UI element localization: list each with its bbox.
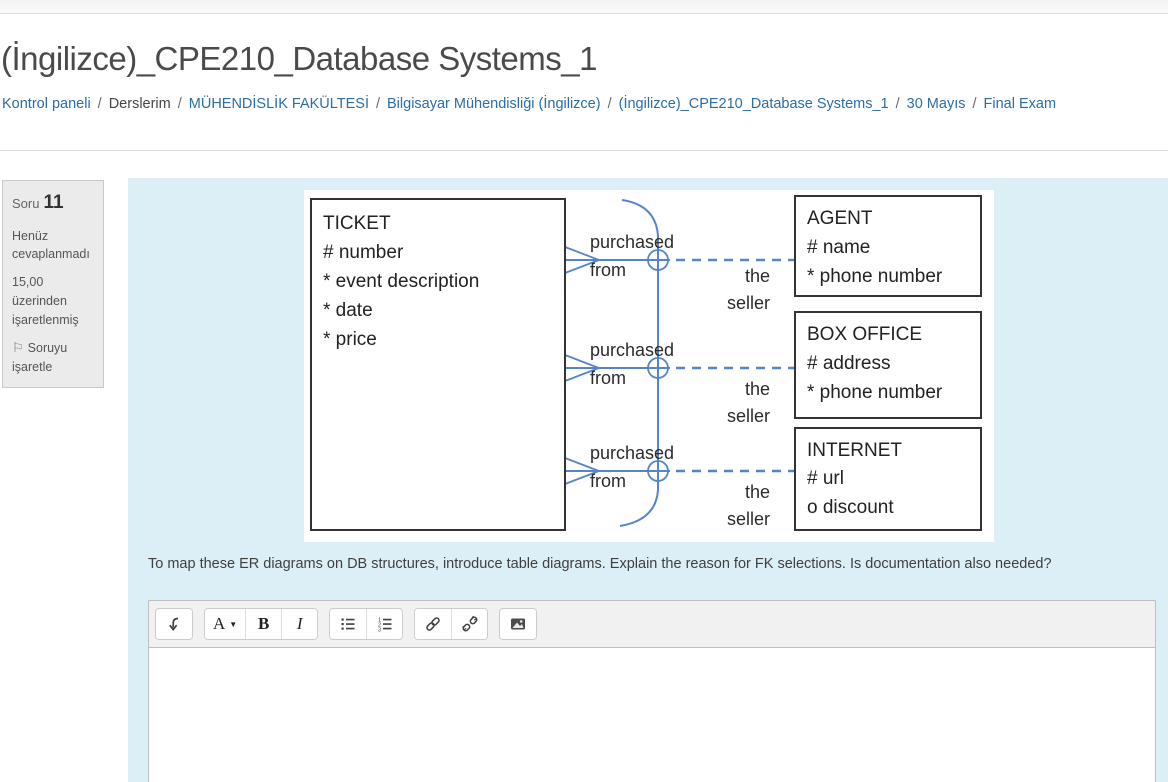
entity-attr: * date (323, 300, 373, 321)
breadcrumb-faculty[interactable]: MÜHENDİSLİK FAKÜLTESİ (188, 96, 369, 112)
breadcrumb-separator: / (972, 96, 977, 112)
editor-toolbar: A ▼ B I (148, 600, 1156, 648)
role-label: seller (727, 406, 770, 426)
svg-text:1: 1 (378, 617, 381, 623)
relation-label: purchased (590, 232, 674, 252)
toolbar-group-media (499, 608, 538, 640)
unlink-icon (461, 615, 478, 632)
breadcrumb: Kontrol paneli / Derslerim / MÜHENDİSLİK FAK… (2, 96, 1056, 112)
bold-letter: B (258, 614, 270, 633)
entity-title: TICKET (323, 213, 391, 234)
header-divider (0, 150, 1168, 151)
bullet-list-icon (341, 618, 355, 630)
image-icon (511, 618, 526, 630)
breadcrumb-my-courses: Derslerim (108, 96, 171, 112)
bold-button[interactable]: B (245, 609, 282, 639)
entity-attr: * event description (323, 271, 479, 292)
role-label: seller (727, 293, 770, 313)
breadcrumb-quiz[interactable]: Final Exam (983, 96, 1057, 112)
relation-label: from (590, 368, 626, 388)
entity-title: BOX OFFICE (807, 324, 922, 345)
numbered-list-button[interactable]: 1 2 3 (366, 609, 403, 639)
role-label: seller (727, 509, 770, 529)
relation-label: from (590, 471, 626, 491)
unlink-button[interactable] (451, 609, 488, 639)
image-button[interactable] (500, 609, 537, 639)
collapse-arrow-icon (169, 617, 179, 631)
entity-attr: * phone number (807, 266, 943, 287)
entity-box-ticket (310, 198, 566, 531)
svg-text:3: 3 (378, 627, 381, 633)
entity-title: AGENT (807, 208, 873, 229)
flag-icon: ⚐ (12, 340, 24, 356)
question-number-value: 11 (43, 192, 64, 213)
er-diagram-svg: TICKET # number * event description * da… (310, 195, 982, 531)
numbered-list-icon: 1 2 3 (378, 617, 392, 633)
entity-attr: # number (323, 242, 404, 263)
link-button[interactable] (415, 609, 452, 639)
page-title: (İngilizce)_CPE210_Database Systems_1 (1, 40, 597, 77)
toolbar-group-links (414, 608, 489, 640)
answer-editor: A ▼ B I (148, 600, 1156, 782)
flag-question-link[interactable]: ⚐Soruyu işaretle (12, 338, 94, 377)
italic-button[interactable]: I (281, 609, 318, 639)
question-number-label: Soru (12, 196, 40, 211)
flag-question-label: Soruyu işaretle (12, 341, 68, 374)
breadcrumb-separator: / (895, 96, 900, 112)
entity-title: INTERNET (807, 440, 902, 461)
breadcrumb-separator: / (607, 96, 612, 112)
svg-text:2: 2 (378, 622, 381, 628)
font-letter: A (213, 614, 226, 633)
entity-box-internet (794, 427, 982, 531)
breadcrumb-separator: / (375, 96, 381, 112)
top-navbar-edge (0, 0, 1168, 14)
breadcrumb-separator: / (97, 96, 102, 112)
italic-letter: I (296, 614, 303, 633)
breadcrumb-department[interactable]: Bilgisayar Mühendisliği (İngilizce) (387, 96, 601, 112)
breadcrumb-separator: / (177, 96, 182, 112)
relation-label: purchased (590, 443, 674, 463)
entity-attr: * phone number (807, 382, 943, 403)
arc-junction-icon (647, 357, 669, 379)
entity-box-agent (794, 195, 982, 297)
paragraph-style-button[interactable]: A ▼ (205, 609, 246, 639)
role-label: the (745, 379, 770, 399)
question-grade: 15,00 üzerinden işaretlenmiş (12, 275, 79, 327)
answer-input-area[interactable] (148, 648, 1156, 782)
entity-attr: # name (807, 237, 870, 258)
entity-attr: o discount (807, 497, 894, 518)
relation-label: purchased (590, 340, 674, 360)
role-label: the (745, 482, 770, 502)
arc-junction-icon (647, 460, 669, 482)
role-label: the (745, 266, 770, 286)
question-panel: TICKET # number * event description * da… (128, 178, 1168, 782)
bullet-list-button[interactable] (330, 609, 367, 639)
entity-attr: # address (807, 353, 890, 374)
chevron-down-icon: ▼ (229, 619, 238, 629)
entity-attr: # url (807, 468, 844, 489)
entity-box-boxoffice (794, 311, 982, 419)
toolbar-group-collapse (155, 608, 193, 640)
toolbar-group-text: A ▼ B I (204, 608, 319, 640)
link-icon (426, 617, 440, 631)
entity-attr: * price (323, 329, 377, 350)
editor-collapse-button[interactable] (156, 609, 192, 639)
breadcrumb-section[interactable]: 30 Mayıs (906, 96, 966, 112)
toolbar-group-lists: 1 2 3 (329, 608, 404, 640)
question-text: To map these ER diagrams on DB structure… (148, 556, 1052, 572)
arc-junction-icon (647, 249, 669, 271)
question-status: Henüz cevaplanmadı (12, 228, 90, 262)
exclusive-arc-line (619, 199, 659, 527)
breadcrumb-dashboard[interactable]: Kontrol paneli (2, 96, 91, 112)
er-diagram-image: TICKET # number * event description * da… (304, 190, 994, 542)
relation-label: from (590, 260, 626, 280)
breadcrumb-course[interactable]: (İngilizce)_CPE210_Database Systems_1 (618, 96, 889, 112)
